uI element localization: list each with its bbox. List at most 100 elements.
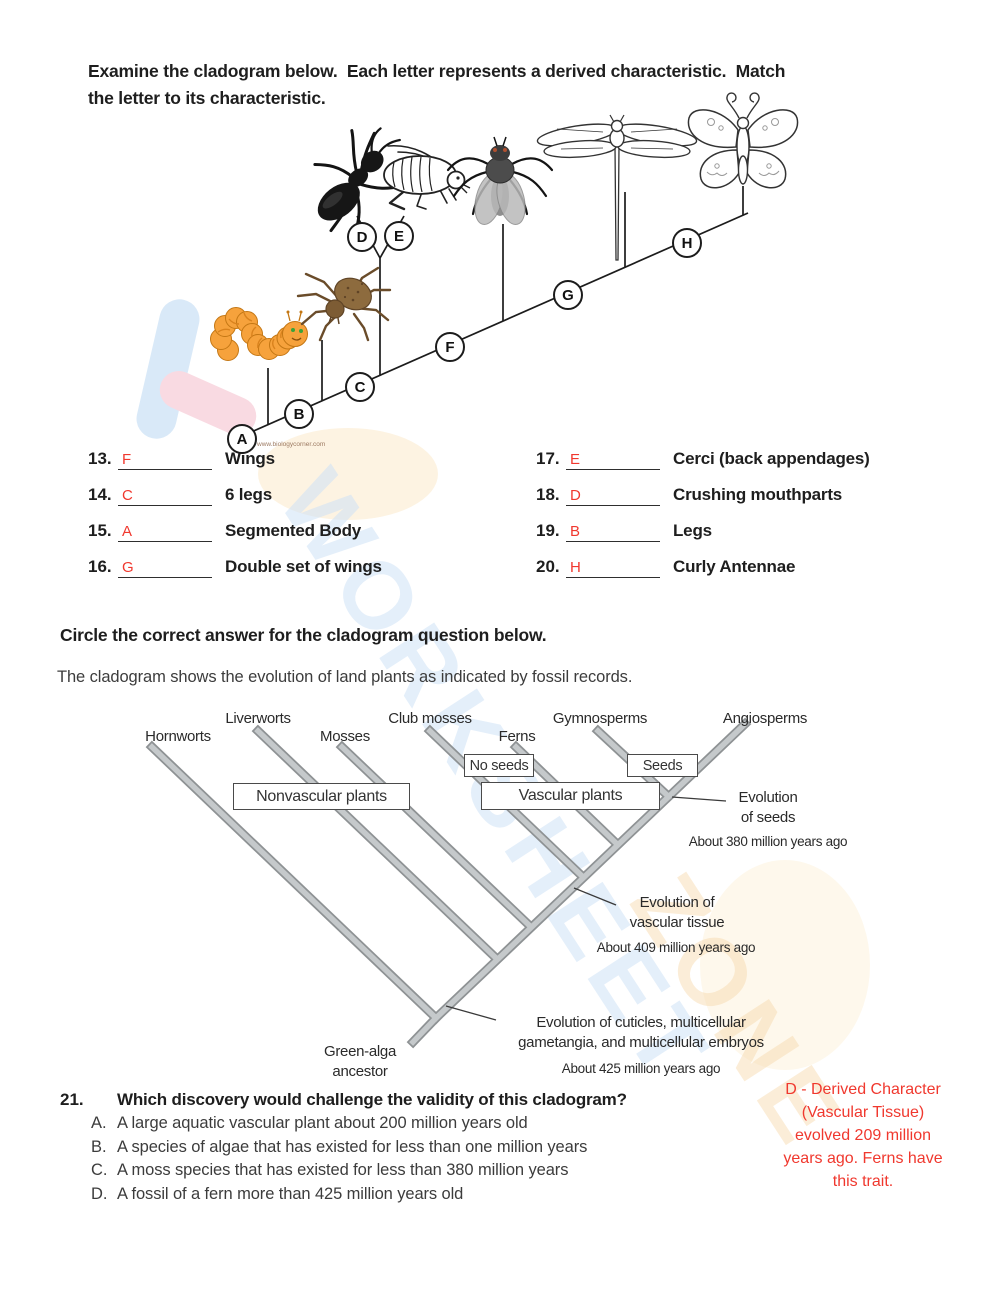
node-B: B: [284, 399, 314, 429]
image-credit: www.biologycorner.com: [257, 441, 326, 448]
matching-left-column: 13. F Wings 14. C 6 legs 15. A Segmented…: [88, 449, 382, 593]
answer-letter: A: [122, 523, 133, 540]
option-letter: A.: [91, 1114, 107, 1132]
node-G: G: [553, 280, 583, 310]
question-21: 21. Which discovery would challenge the …: [60, 1090, 627, 1110]
ant-illustration: [313, 127, 403, 234]
question-15: 15. A Segmented Body: [88, 521, 382, 557]
question-20: 20. H Curly Antennae: [536, 557, 870, 593]
taxon-ferns: Ferns: [498, 728, 536, 745]
answer-note: D - Derived Character (Vascular Tissue) …: [758, 1078, 968, 1193]
node-C: C: [345, 372, 375, 402]
butterfly-illustration: [687, 92, 799, 189]
answer-blank: C: [118, 486, 212, 506]
characteristic-label: Wings: [225, 449, 275, 468]
answer-blank: B: [566, 522, 660, 542]
characteristic-label: Legs: [673, 521, 712, 540]
annotation-line: of seeds: [740, 809, 796, 826]
watermark-blob: [258, 428, 438, 520]
instructions: Examine the cladogram below. Each letter…: [88, 58, 948, 112]
answer-note-line: (Vascular Tissue): [801, 1104, 925, 1121]
option-letter: D.: [91, 1184, 108, 1203]
question-14: 14. C 6 legs: [88, 485, 382, 521]
cricket-illustration: [383, 144, 471, 211]
matching-right-column: 17. E Cerci (back appendages) 18. D Crus…: [536, 449, 870, 593]
question-18: 18. D Crushing mouthparts: [536, 485, 870, 521]
answer-letter: F: [122, 451, 132, 468]
answer-blank: E: [566, 450, 660, 470]
option-letter: C.: [91, 1161, 108, 1179]
taxon-liverworts: Liverworts: [225, 710, 291, 727]
node-A: A: [227, 424, 257, 454]
characteristic-label: 6 legs: [225, 485, 272, 504]
node-D: D: [347, 222, 377, 252]
option-text: A species of algae that has existed for …: [117, 1137, 588, 1156]
annotation-line: Evolution: [738, 789, 798, 806]
option-letter: B.: [91, 1137, 107, 1156]
option-b: B. A species of algae that has existed f…: [91, 1138, 587, 1162]
answer-letter: D: [570, 487, 581, 504]
taxon-gymnosperms: Gymnosperms: [552, 710, 648, 727]
section2-heading: Circle the correct answer for the cladog…: [60, 625, 547, 645]
annotation-cuticles-time: About 425 million years ago: [561, 1061, 721, 1076]
question-number: 18.: [536, 485, 560, 504]
annotation-line: Evolution of: [639, 894, 715, 911]
option-text: A large aquatic vascular plant about 200…: [117, 1114, 528, 1132]
answer-blank: F: [118, 450, 212, 470]
answer-blank: H: [566, 558, 660, 578]
answer-letter: E: [570, 451, 581, 468]
question-text: Which discovery would challenge the vali…: [117, 1090, 627, 1109]
taxon-club-mosses: Club mosses: [388, 710, 472, 727]
answer-letter: G: [122, 559, 134, 576]
option-text: A moss species that has existed for less…: [117, 1161, 569, 1179]
insect-cladogram-figure: [210, 92, 799, 438]
answer-blank: G: [118, 558, 212, 578]
caterpillar-illustration: [210, 307, 308, 361]
answer-letter: H: [570, 559, 581, 576]
question-21-options: A. A large aquatic vascular plant about …: [91, 1114, 587, 1208]
seeds-box: Seeds: [627, 754, 698, 777]
question-13: 13. F Wings: [88, 449, 382, 485]
question-number: 16.: [88, 557, 112, 576]
question-number: 15.: [88, 521, 112, 540]
question-number: 20.: [536, 557, 560, 576]
vascular-plants-box: Vascular plants: [481, 782, 660, 810]
annotation-line: Green-alga: [323, 1043, 397, 1060]
green-alga-ancestor-label: Green-alga ancestor: [300, 1042, 420, 1082]
taxon-angiosperms: Angiosperms: [722, 710, 808, 727]
characteristic-label: Double set of wings: [225, 557, 382, 576]
characteristic-label: Curly Antennae: [673, 557, 796, 576]
annotation-seeds-time: About 380 million years ago: [688, 834, 848, 849]
answer-letter: C: [122, 487, 133, 504]
spider-illustration: [296, 266, 392, 342]
characteristic-label: Cerci (back appendages): [673, 449, 870, 468]
annotation-line: ancestor: [332, 1063, 388, 1080]
answer-note-line: years ago. Ferns have: [783, 1150, 943, 1167]
question-number: 14.: [88, 485, 112, 504]
no-seeds-box: No seeds: [464, 754, 534, 777]
dragonfly-illustration: [536, 114, 698, 261]
question-19: 19. B Legs: [536, 521, 870, 557]
node-F: F: [435, 332, 465, 362]
option-d: D. A fossil of a fern more than 425 mill…: [91, 1185, 587, 1209]
instructions-line1: Examine the cladogram below. Each letter…: [88, 61, 786, 81]
instructions-line2: the letter to its characteristic.: [88, 88, 326, 108]
question-16: 16. G Double set of wings: [88, 557, 382, 593]
question-number: 19.: [536, 521, 560, 540]
answer-note-line: this trait.: [832, 1173, 894, 1190]
annotation-leader-lines: [445, 796, 727, 1021]
nonvascular-plants-box: Nonvascular plants: [233, 783, 410, 810]
answer-letter: B: [570, 523, 581, 540]
question-number: 13.: [88, 449, 112, 468]
characteristic-label: Crushing mouthparts: [673, 485, 843, 504]
answer-blank: D: [566, 486, 660, 506]
annotation-vascular-time: About 409 million years ago: [596, 940, 756, 955]
option-c: C. A moss species that has existed for l…: [91, 1161, 587, 1185]
annotation-line: gametangia, and multicellular embryos: [518, 1034, 764, 1051]
node-E: E: [384, 221, 414, 251]
question-number: 21.: [60, 1090, 84, 1109]
watermark-blob-2: [700, 860, 870, 1070]
option-a: A. A large aquatic vascular plant about …: [91, 1114, 587, 1138]
annotation-vascular: Evolution of vascular tissue: [599, 893, 755, 933]
